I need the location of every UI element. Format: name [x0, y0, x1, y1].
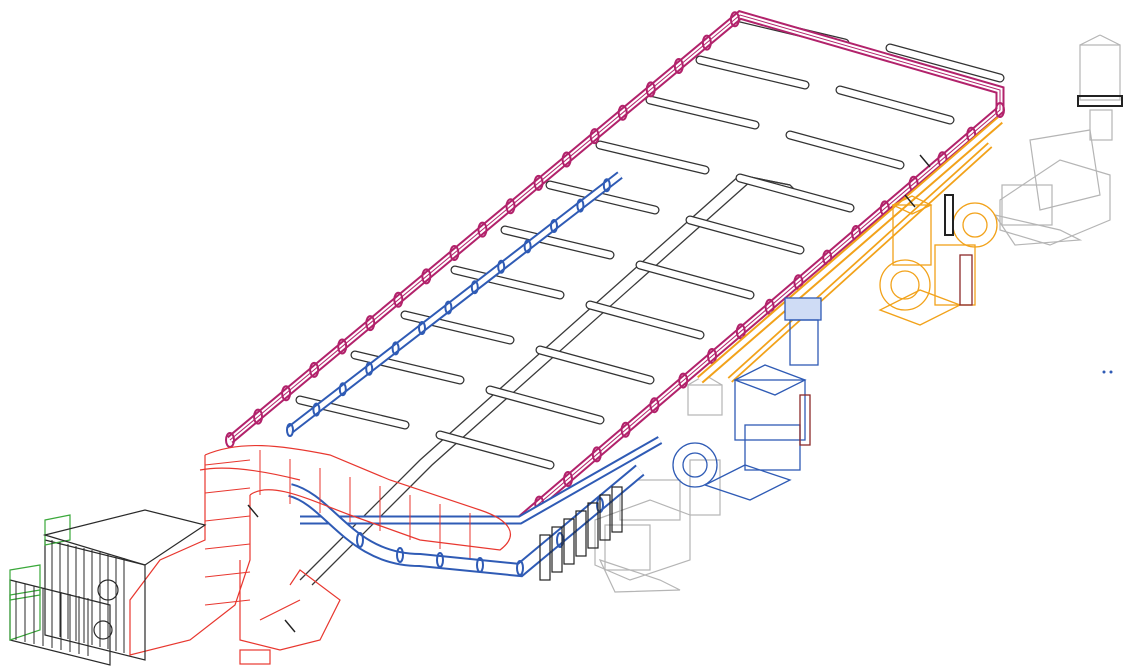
branch-stub: [535, 345, 655, 385]
valve-bars: [247, 154, 931, 633]
branch-stub: [835, 85, 955, 125]
coil-panels: [539, 486, 623, 581]
blue-pipe-loop: [286, 171, 663, 578]
ghosted-equipment: [594, 34, 1123, 593]
branch-stub: [545, 180, 660, 215]
branch-stub: [635, 260, 755, 300]
branch-stub: [500, 225, 615, 260]
duct-seams: [204, 450, 471, 606]
pump-skid-orange: [878, 194, 998, 326]
supply-ductwork: [129, 444, 511, 665]
branch-stub: [485, 385, 605, 425]
branch-stub: [595, 140, 710, 175]
pump-skid-blue: [672, 297, 822, 501]
branch-stub: [685, 215, 805, 255]
air-handling-units: [9, 509, 207, 666]
branch-stub: [400, 310, 515, 345]
branch-stub: [695, 55, 810, 90]
ellipsis-icon: [1102, 370, 1113, 374]
branch-stub: [350, 350, 465, 385]
branch-stub: [435, 430, 555, 470]
branch-stub: [885, 43, 1005, 83]
branch-stub: [785, 130, 905, 170]
branch-stub: [645, 95, 760, 130]
branch-stub: [450, 265, 565, 300]
branch-stub: [585, 300, 705, 340]
magenta-pipe-loop: [225, 10, 1005, 524]
orange-pipe-run: [697, 116, 1003, 384]
branch-stub: [735, 173, 855, 213]
